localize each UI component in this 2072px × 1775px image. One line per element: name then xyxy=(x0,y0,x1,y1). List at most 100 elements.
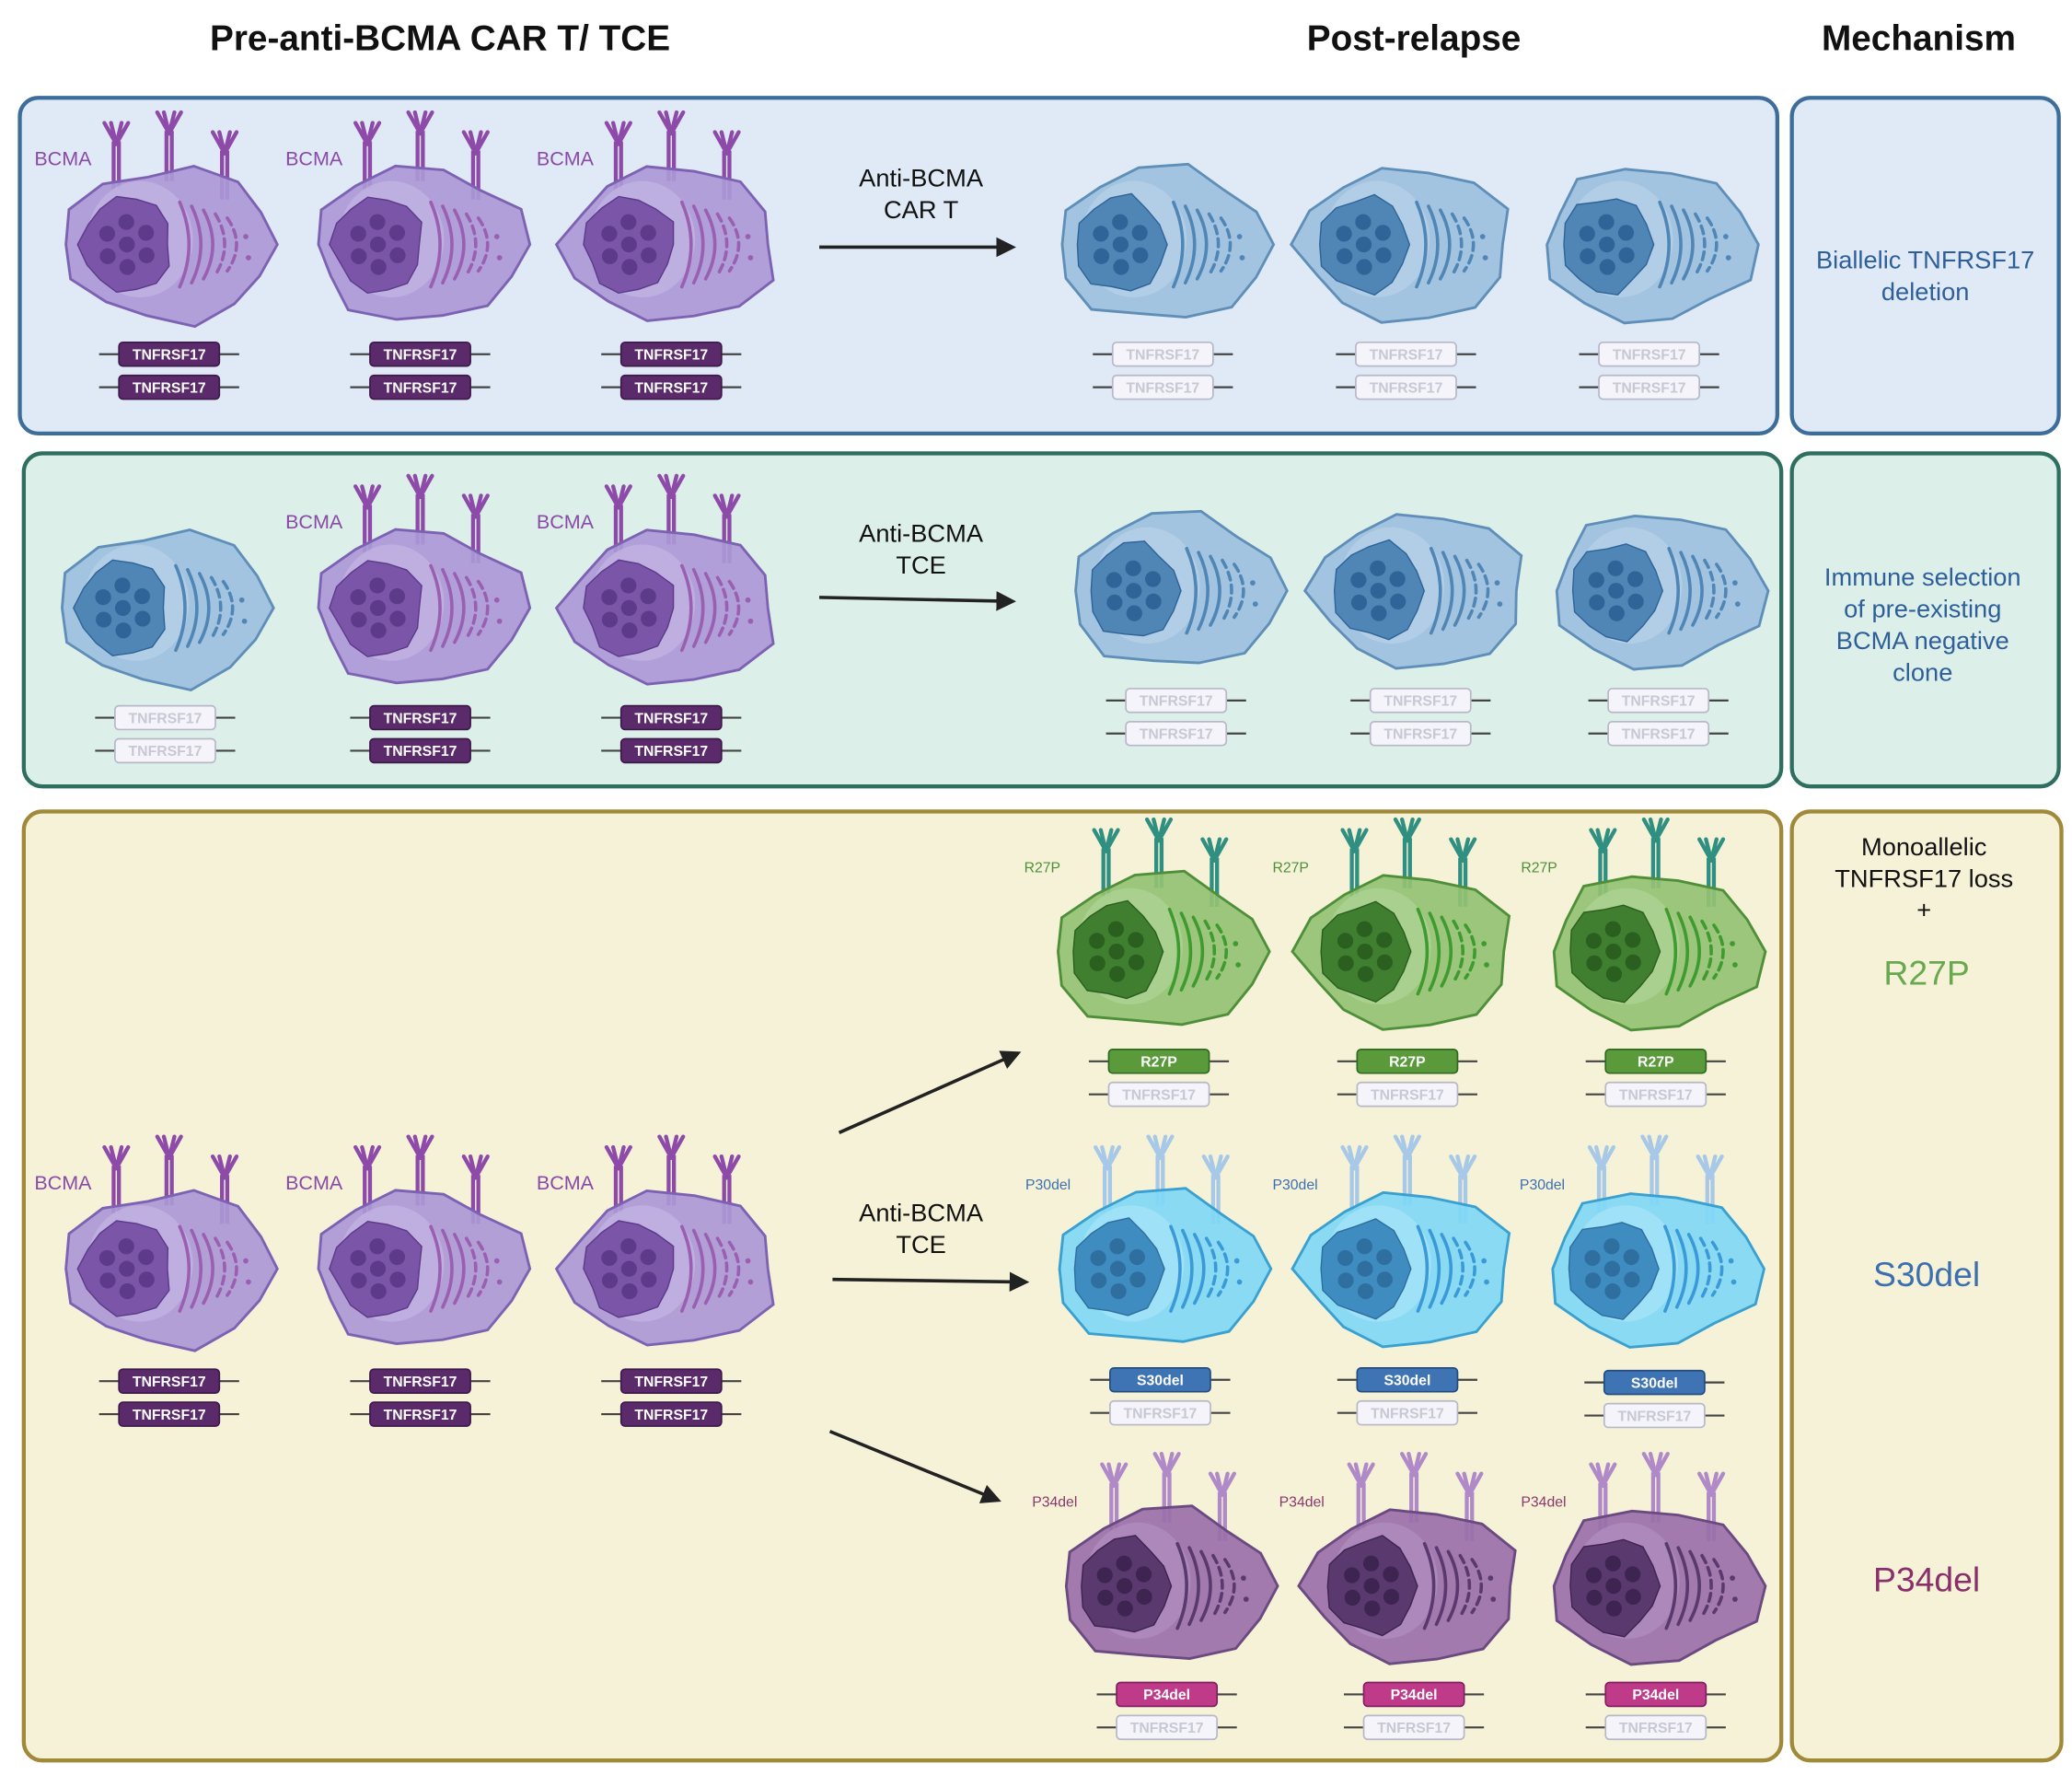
er-icon xyxy=(190,204,203,285)
bcma-receptor-icon xyxy=(155,1134,183,1206)
er-icon xyxy=(209,575,223,641)
er-icon xyxy=(703,1233,717,1305)
allele-label: TNFRSF17 xyxy=(384,744,457,760)
bcma-receptor-icon xyxy=(102,1144,131,1213)
allele-label: TNFRSF17 xyxy=(1619,1087,1693,1103)
er-icon xyxy=(727,1240,741,1297)
er-icon xyxy=(703,208,717,281)
cell-blue xyxy=(1302,513,1523,670)
er-icon xyxy=(691,567,705,648)
allele-S30del: S30del xyxy=(1584,1369,1725,1396)
mechanism-box-biallelic xyxy=(1789,96,2061,436)
er-icon xyxy=(679,563,693,653)
receptor-label: BCMA xyxy=(285,1172,343,1194)
cell-blue xyxy=(1060,162,1276,319)
allele-label: TNFRSF17 xyxy=(1370,380,1443,396)
allele-label: TNFRSF17 xyxy=(634,744,708,760)
er-icon xyxy=(1422,1541,1436,1630)
receptor-label: P34del xyxy=(1521,1495,1566,1511)
allele-label: S30del xyxy=(1137,1373,1184,1388)
allele-label: TNFRSF17 xyxy=(1622,726,1696,742)
er-icon xyxy=(1712,1558,1725,1615)
allele-label: TNFRSF17 xyxy=(384,711,457,726)
er-icon xyxy=(1710,1240,1724,1297)
allele-label: TNFRSF17 xyxy=(384,1408,457,1423)
receptor-label: BCMA xyxy=(34,1172,92,1194)
er-icon xyxy=(1427,204,1440,285)
allele-label: S30del xyxy=(1383,1373,1430,1388)
er-icon xyxy=(1476,563,1490,620)
allele-P34del: P34del xyxy=(1343,1681,1485,1708)
cell-darkpurple: P34del xyxy=(1032,1451,1279,1660)
cell-blue xyxy=(1555,515,1770,671)
allele-label: TNFRSF17 xyxy=(1370,347,1443,363)
er-icon xyxy=(1452,919,1464,984)
cell-purple: BCMA xyxy=(537,473,775,686)
er-icon xyxy=(1670,204,1683,285)
allele-lost: TNFRSF17 xyxy=(95,704,236,731)
er-icon xyxy=(691,1228,705,1309)
er-icon xyxy=(727,216,741,273)
er-icon xyxy=(1192,1233,1206,1305)
mechanism-text: of pre-existing xyxy=(1844,594,2001,622)
variant-r27p-label: R27P xyxy=(1883,954,1969,992)
allele-label: P34del xyxy=(1632,1688,1679,1703)
cell-purple: BCMA xyxy=(285,110,532,321)
receptor-label: P30del xyxy=(1272,1178,1317,1193)
allele-lost: TNFRSF17 xyxy=(1088,1081,1230,1108)
bcma-receptor-icon xyxy=(1393,817,1421,888)
allele-label: TNFRSF17 xyxy=(384,347,457,363)
cell-cyan: P30del xyxy=(1520,1134,1766,1349)
er-icon xyxy=(1434,1546,1448,1627)
allele-label: TNFRSF17 xyxy=(133,347,206,363)
er-icon xyxy=(1172,200,1185,289)
variant-s30del-label: S30del xyxy=(1873,1255,1980,1294)
treatment-arrow-up xyxy=(838,1050,1022,1134)
allele-label: TNFRSF17 xyxy=(133,1375,206,1390)
er-icon xyxy=(1441,551,1454,632)
allele-lost: TNFRSF17 xyxy=(1096,1714,1237,1741)
er-icon xyxy=(441,204,454,285)
er-icon xyxy=(1203,919,1216,984)
er-icon xyxy=(453,1233,466,1305)
arrow-label: Anti-BCMA xyxy=(859,519,984,548)
receptor-label: BCMA xyxy=(537,1172,595,1194)
er-icon xyxy=(1698,1236,1712,1301)
allele-wildtype: TNFRSF17 xyxy=(601,341,742,367)
er-icon xyxy=(1191,915,1205,988)
mechanism-text: clone xyxy=(1893,657,1952,686)
er-icon xyxy=(1216,1240,1230,1297)
er-icon xyxy=(1233,563,1245,620)
bcma-receptor-icon xyxy=(1144,817,1174,888)
er-icon xyxy=(453,208,466,281)
er-icon xyxy=(1663,1224,1676,1313)
er-icon xyxy=(1679,551,1692,632)
allele-label: R27P xyxy=(1140,1055,1176,1071)
allele-lost: TNFRSF17 xyxy=(1579,374,1719,400)
cell-green: R27P xyxy=(1272,817,1511,1031)
allele-R27P: R27P xyxy=(1088,1048,1230,1074)
allele-wildtype: TNFRSF17 xyxy=(601,737,742,764)
er-icon xyxy=(464,212,478,277)
er-icon xyxy=(1195,208,1209,281)
er-icon xyxy=(190,1228,203,1309)
er-icon xyxy=(1458,1553,1472,1618)
receptor-label: P34del xyxy=(1032,1495,1077,1511)
receptor-label: P34del xyxy=(1279,1495,1325,1511)
cell-darkpurple: P34del xyxy=(1279,1451,1517,1665)
bcma-receptor-icon xyxy=(712,130,741,200)
cell-purple: BCMA xyxy=(34,110,279,329)
allele-lost: TNFRSF17 xyxy=(1585,1081,1726,1108)
er-icon xyxy=(202,208,214,281)
er-icon xyxy=(1462,216,1476,273)
allele-label: TNFRSF17 xyxy=(133,1408,206,1423)
allele-label: TNFRSF17 xyxy=(1383,694,1457,710)
er-icon xyxy=(679,200,693,289)
er-icon xyxy=(1175,1541,1188,1630)
allele-lost: TNFRSF17 xyxy=(1093,341,1233,367)
allele-wildtype: TNFRSF17 xyxy=(350,704,491,731)
allele-label: P34del xyxy=(1391,1688,1438,1703)
allele-lost: TNFRSF17 xyxy=(1336,341,1476,367)
er-icon xyxy=(1446,1549,1460,1622)
